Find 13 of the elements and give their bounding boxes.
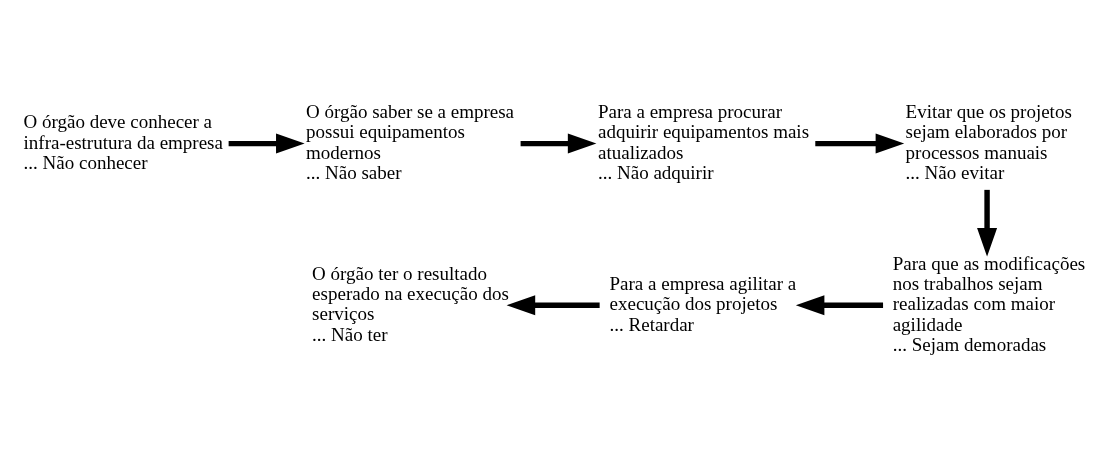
arrow bbox=[520, 133, 597, 154]
arrow bbox=[977, 189, 998, 257]
node-text: O órgão ter o resultado esperado na execução dos serviços ... Não ter bbox=[312, 262, 509, 345]
arrow bbox=[815, 133, 905, 154]
arrow bbox=[228, 133, 305, 154]
node-text: Para que as modificações nos trabalhos sejam realizadas com maior agilidade ... Sejam demoradas bbox=[892, 252, 1086, 355]
node-text: Evitar que os projetos sejam elaborados por processos manuais ... Não evitar bbox=[905, 101, 1072, 184]
node-text: Para a empresa agilitar a execução dos projetos ... Retardar bbox=[609, 272, 797, 335]
arrow bbox=[795, 295, 884, 316]
node-text: O órgão deve conhecer a infra-estrutura da empresa ... Não conhecer bbox=[23, 111, 223, 173]
arrow bbox=[506, 295, 600, 316]
node-text: Para a empresa procurar adquirir equipamentos mais atualizados ... Não adquirir bbox=[597, 101, 810, 184]
node-text: O órgão saber se a empresa possui equipamentos modernos ... Não saber bbox=[306, 101, 515, 184]
